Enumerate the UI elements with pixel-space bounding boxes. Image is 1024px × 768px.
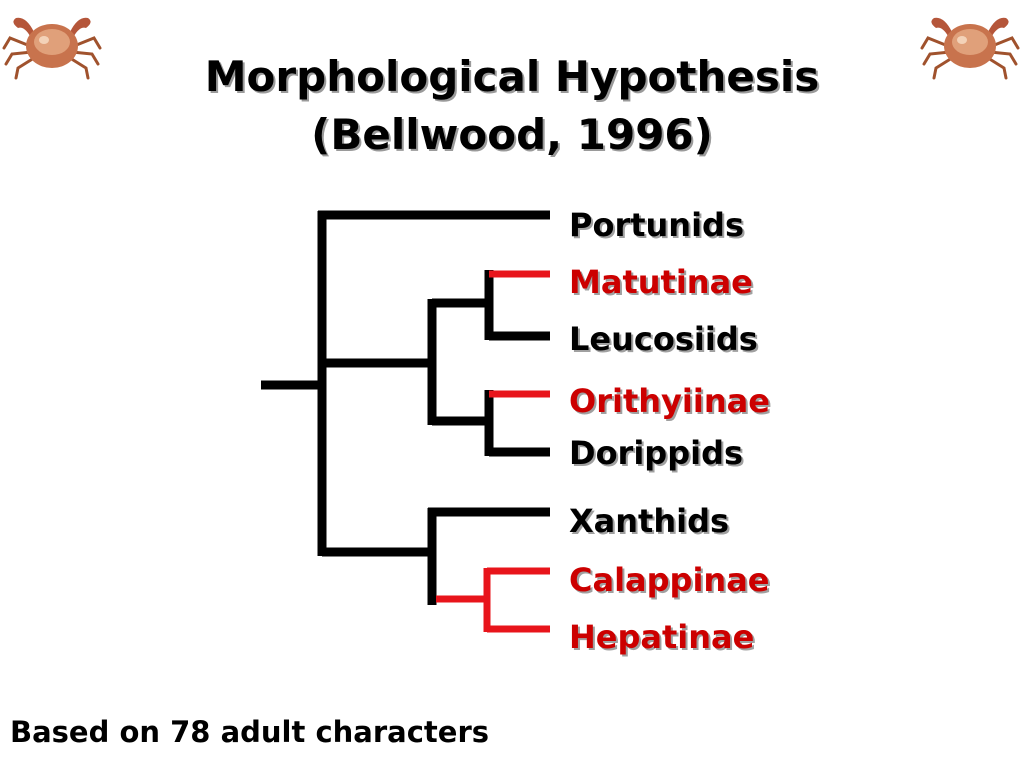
taxon-label-dorippids: Dorippids	[569, 434, 744, 472]
red-branches	[436, 270, 550, 633]
crab-icon	[2, 17, 102, 80]
title-line-2: (Bellwood, 1996)	[311, 110, 713, 159]
slide-title: Morphological Hypothesis (Bellwood, 1996…	[0, 48, 1024, 164]
taxon-label-portunids: Portunids	[569, 206, 744, 244]
taxon-label-leucosiids: Leucosiids	[569, 320, 758, 358]
footnote: Based on 78 adult characters	[10, 715, 490, 749]
taxon-label-hepatinae: Hepatinae	[569, 618, 755, 656]
crab-icon	[920, 17, 1020, 80]
taxon-label-calappinae: Calappinae	[569, 561, 770, 599]
title-line-1: Morphological Hypothesis	[204, 52, 820, 101]
taxon-label-matutinae: Matutinae	[569, 263, 753, 301]
taxon-label-xanthids: Xanthids	[569, 502, 730, 540]
black-branches	[261, 210, 550, 605]
taxon-label-orithyiinae: Orithyiinae	[569, 382, 770, 420]
